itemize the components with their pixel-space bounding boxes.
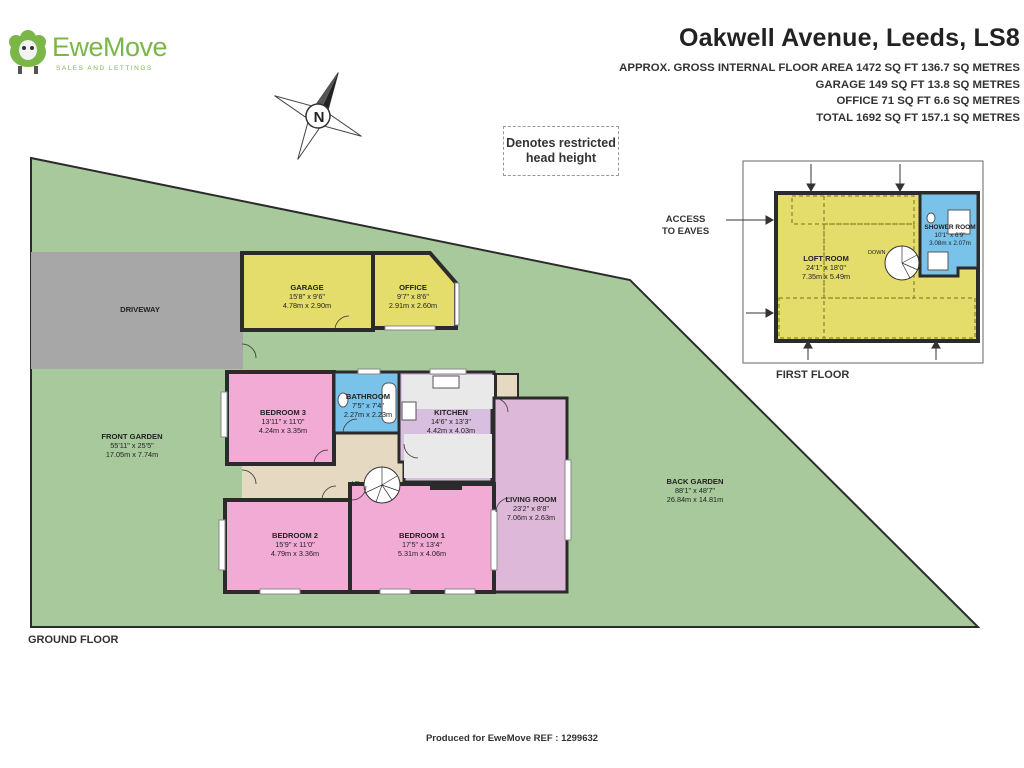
toilet [337,392,349,408]
driveway-area [31,252,243,369]
area-line: APPROX. GROSS INTERNAL FLOOR AREA 1472 S… [619,62,1020,74]
first-floor-outline [742,160,984,364]
stair-down-label: DOWN [868,250,886,256]
sheep-icon [9,30,46,74]
store-cupboard [495,373,519,399]
garage-room [240,251,375,332]
hob [401,401,417,421]
page-title: Oakwell Avenue, Leeds, LS8 [679,24,1020,52]
footer-reference: Produced for EweMove REF : 1299632 [425,733,599,744]
chimney-breast [430,482,462,490]
hallway-upper [332,432,404,444]
shower-tray [927,251,949,271]
compass-north-label: N [313,109,325,126]
first-floor-label: FIRST FLOOR [776,369,850,381]
doors [241,315,511,513]
room-label-driveway: DRIVEWAY [120,305,160,314]
sink [432,375,460,389]
compass-rose [274,72,362,160]
area-summary: APPROX. GROSS INTERNAL FLOOR AREA 1472 S… [619,60,1020,126]
access-arrows [726,164,941,360]
windows [218,282,572,595]
area-line: OFFICE 71 SQ FT 6.6 SQ METRES [836,95,1020,107]
bedroom1-room [348,482,496,594]
ewemove-logo: EweMove SALES AND LETTINGS [6,26,176,78]
brand-name: EweMove [52,32,168,62]
ground-floor-label: GROUND FLOOR [28,634,119,646]
stair-up-label: UP [352,481,360,487]
brand-tagline: SALES AND LETTINGS [56,65,153,72]
bathtub [381,382,397,424]
kitchen-counter [404,434,492,478]
loft-basin [947,209,971,235]
area-line: TOTAL 1692 SQ FT 157.1 SQ METRES [816,111,1020,124]
area-line: GARAGE 149 SQ FT 13.8 SQ METRES [815,78,1020,91]
loft-toilet [926,212,936,224]
